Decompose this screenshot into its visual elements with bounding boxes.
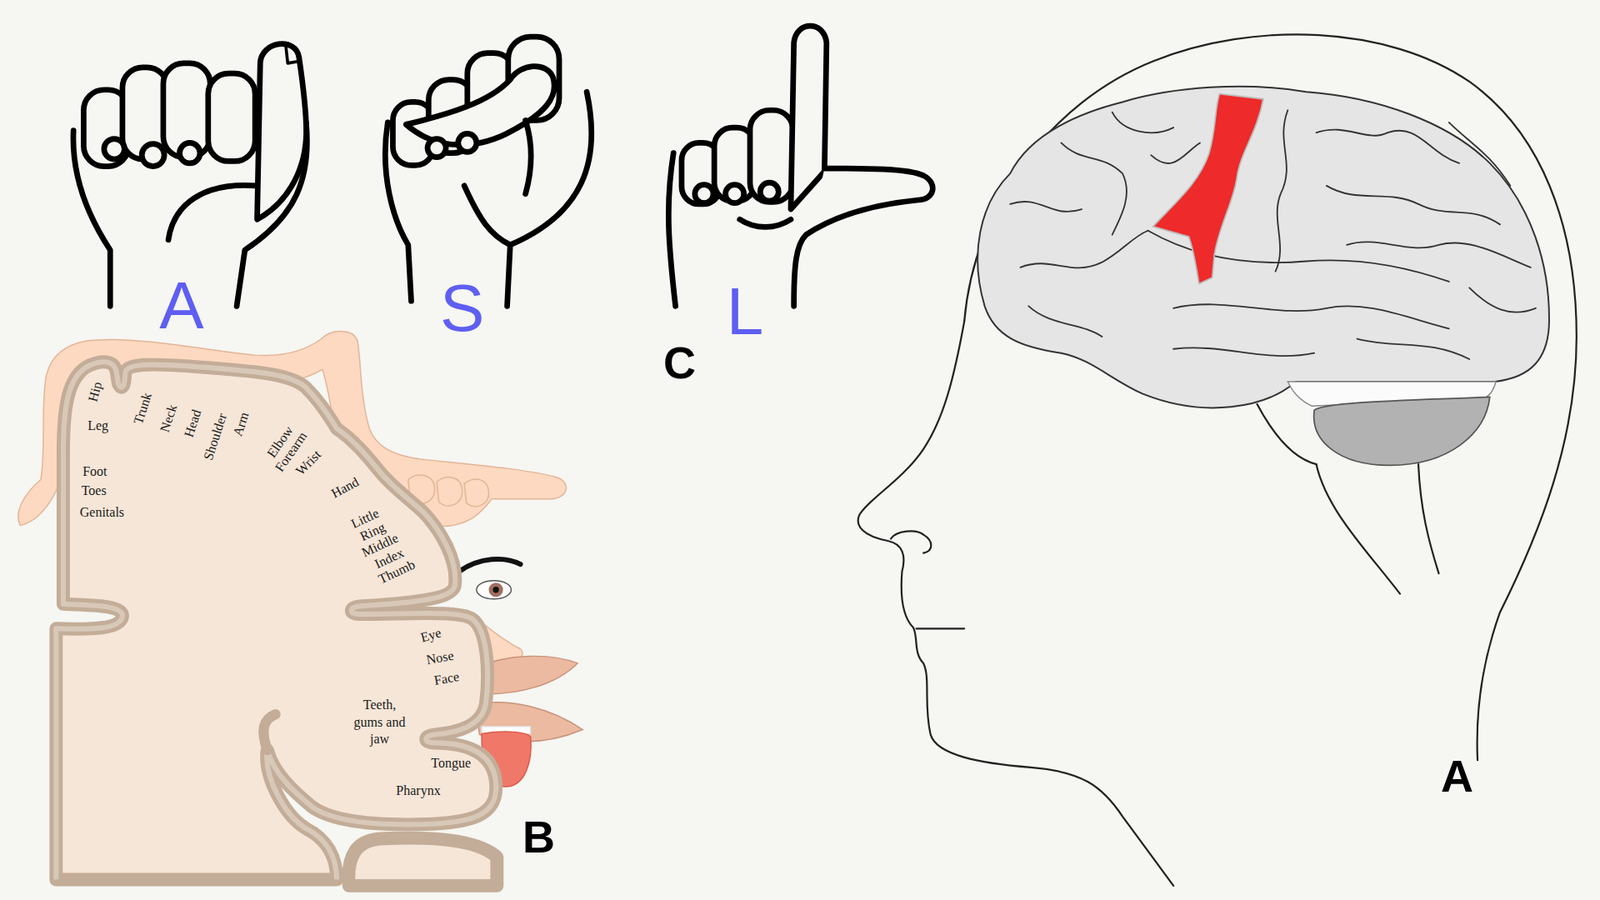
nostril	[890, 530, 931, 553]
panel-letter: C	[663, 340, 696, 385]
sulcus-line	[1469, 287, 1536, 312]
sulcus-line	[1060, 142, 1127, 235]
body-part: Tongue	[430, 755, 471, 771]
homunculus-eye	[476, 580, 512, 600]
finger	[750, 110, 793, 202]
cortex-outline	[55, 361, 496, 880]
index-finger	[790, 25, 827, 210]
mouth	[916, 627, 965, 630]
hand-sign	[73, 44, 308, 307]
hand-outline	[668, 153, 675, 307]
neck-line	[1316, 464, 1400, 595]
sulcus-line	[1449, 122, 1510, 186]
homunculus-iris	[489, 582, 504, 597]
body-part: Face	[433, 668, 461, 689]
neck-line	[1418, 464, 1439, 574]
body-part-wrap: Teeth, gums and jaw	[350, 696, 410, 749]
sulcus-line	[1112, 112, 1174, 133]
sulcus-line	[1173, 347, 1315, 356]
face-profile	[858, 321, 1174, 886]
fingertip	[695, 185, 714, 204]
sulcus-line	[1028, 305, 1102, 337]
brainstem-line	[1257, 404, 1317, 465]
head-figure	[858, 34, 1577, 886]
brain-outline	[977, 86, 1550, 409]
sulcus-line	[1357, 339, 1470, 360]
body-part: Leg	[87, 417, 109, 434]
thumb	[405, 66, 555, 145]
thumb	[257, 44, 307, 220]
fingertip	[180, 142, 200, 163]
fingertip	[104, 139, 125, 160]
body-part: Hip	[85, 380, 106, 404]
gyri	[1010, 110, 1536, 360]
body-part: Toes	[81, 482, 107, 499]
sign-letter: A	[159, 272, 204, 340]
fingertip	[427, 139, 446, 158]
head-outline	[964, 34, 1577, 760]
cortex-section	[55, 361, 497, 886]
finger	[208, 73, 255, 161]
body-part: Foot	[82, 463, 107, 480]
homunculus-pupil	[492, 586, 499, 593]
sign-letter: L	[726, 278, 765, 345]
body-part: Genitals	[80, 504, 125, 520]
body-part: Eye	[418, 624, 443, 645]
cerebellum	[1314, 396, 1490, 465]
body-part: Arm	[229, 410, 252, 439]
body-part: Hand	[328, 474, 362, 502]
hand-sign	[668, 25, 933, 306]
sulcus-line	[1316, 130, 1460, 164]
fingertip	[141, 144, 165, 167]
homunculus-finger	[436, 477, 463, 506]
body-part: Neck	[156, 402, 181, 435]
sign-letter: S	[440, 275, 485, 342]
sulcus-line	[1173, 304, 1450, 329]
cortex-sulcus	[263, 714, 275, 750]
brain	[977, 86, 1550, 466]
sulcus-line	[1020, 230, 1148, 269]
homunculus-finger	[464, 479, 489, 507]
sulcus-line	[1275, 110, 1289, 271]
body-part: Pharynx	[395, 782, 440, 799]
palm-crease	[168, 185, 258, 240]
cortex-gyrus	[348, 838, 497, 886]
body-part: Shoulder	[200, 411, 230, 463]
thumb-nail	[285, 45, 300, 64]
sulcus-line	[1010, 201, 1082, 212]
sulcus-line	[1150, 142, 1200, 164]
sulcus-line	[1326, 185, 1500, 225]
body-part: Head	[180, 407, 205, 440]
panel-letter: B	[522, 814, 555, 860]
highlighted-gyrus	[1153, 94, 1264, 285]
palm-crease	[525, 120, 531, 194]
panel-letter: A	[1440, 753, 1474, 799]
body-part: Nose	[425, 646, 455, 668]
thumb	[794, 168, 934, 306]
fingertip	[760, 182, 779, 201]
body-part: Trunk	[130, 390, 155, 427]
homunculus-eyebrow	[459, 559, 520, 572]
cortex-outline-core	[55, 361, 496, 880]
palm-crease	[464, 185, 510, 245]
hand-sign	[385, 36, 591, 306]
fingertip	[725, 185, 745, 204]
palm-crease	[740, 219, 791, 227]
fingertip	[458, 133, 477, 152]
